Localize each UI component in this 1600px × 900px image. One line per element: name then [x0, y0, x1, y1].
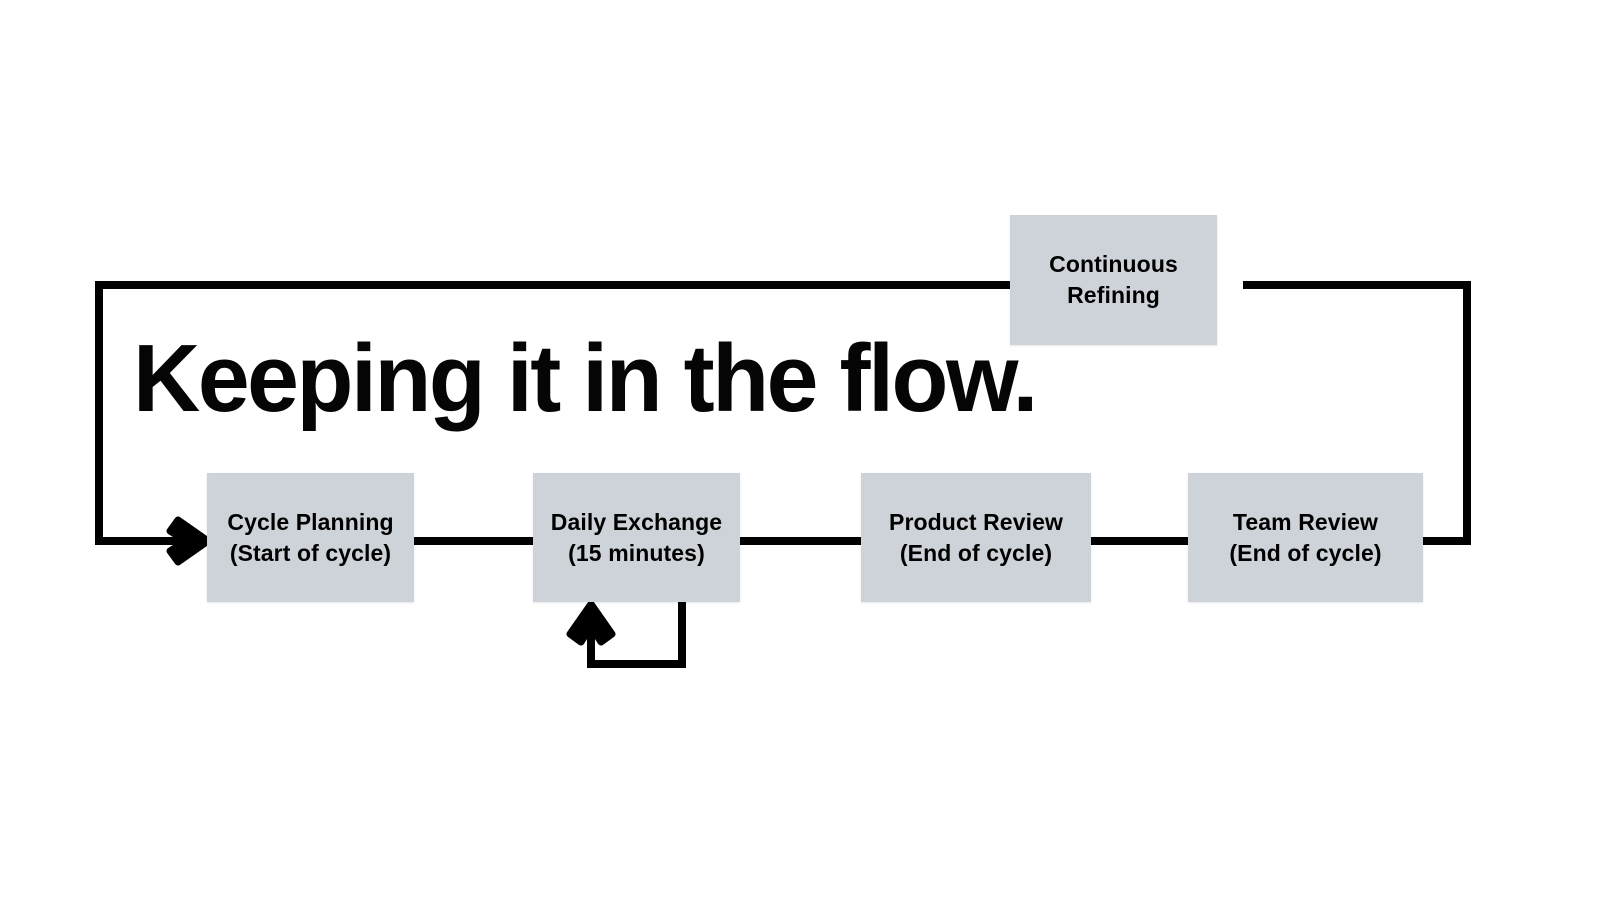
node-daily-exchange-line1: Daily Exchange	[550, 508, 723, 535]
node-product-review[interactable]: Product Review (End of cycle)	[861, 473, 1091, 602]
node-daily-exchange[interactable]: Daily Exchange (15 minutes)	[533, 473, 740, 602]
self-loop-daily-exchange	[587, 602, 686, 668]
node-team-review-line2: (End of cycle)	[1229, 539, 1382, 566]
page-title: Keeping it in the flow.	[133, 325, 1038, 432]
node-team-review[interactable]: Team Review (End of cycle)	[1188, 473, 1423, 602]
node-cycle-planning-line1: Cycle Planning	[227, 508, 394, 535]
node-product-review-line2: (End of cycle)	[899, 539, 1053, 566]
node-cycle-planning[interactable]: Cycle Planning (Start of cycle)	[207, 473, 414, 602]
node-daily-exchange-line2: (15 minutes)	[568, 539, 705, 566]
node-cycle-planning-line2: (Start of cycle)	[229, 539, 392, 566]
node-continuous-refining[interactable]: Continuous Refining	[1010, 215, 1217, 345]
return-path-left	[95, 281, 1010, 545]
return-path-right	[1243, 281, 1471, 545]
node-continuous-refining-line1: Continuous	[1049, 251, 1178, 277]
self-loop-arrowhead-icon	[566, 600, 616, 646]
node-continuous-refining-line2: Refining	[1067, 282, 1160, 308]
node-team-review-line1: Team Review	[1232, 508, 1379, 535]
node-product-review-line1: Product Review	[889, 508, 1063, 535]
